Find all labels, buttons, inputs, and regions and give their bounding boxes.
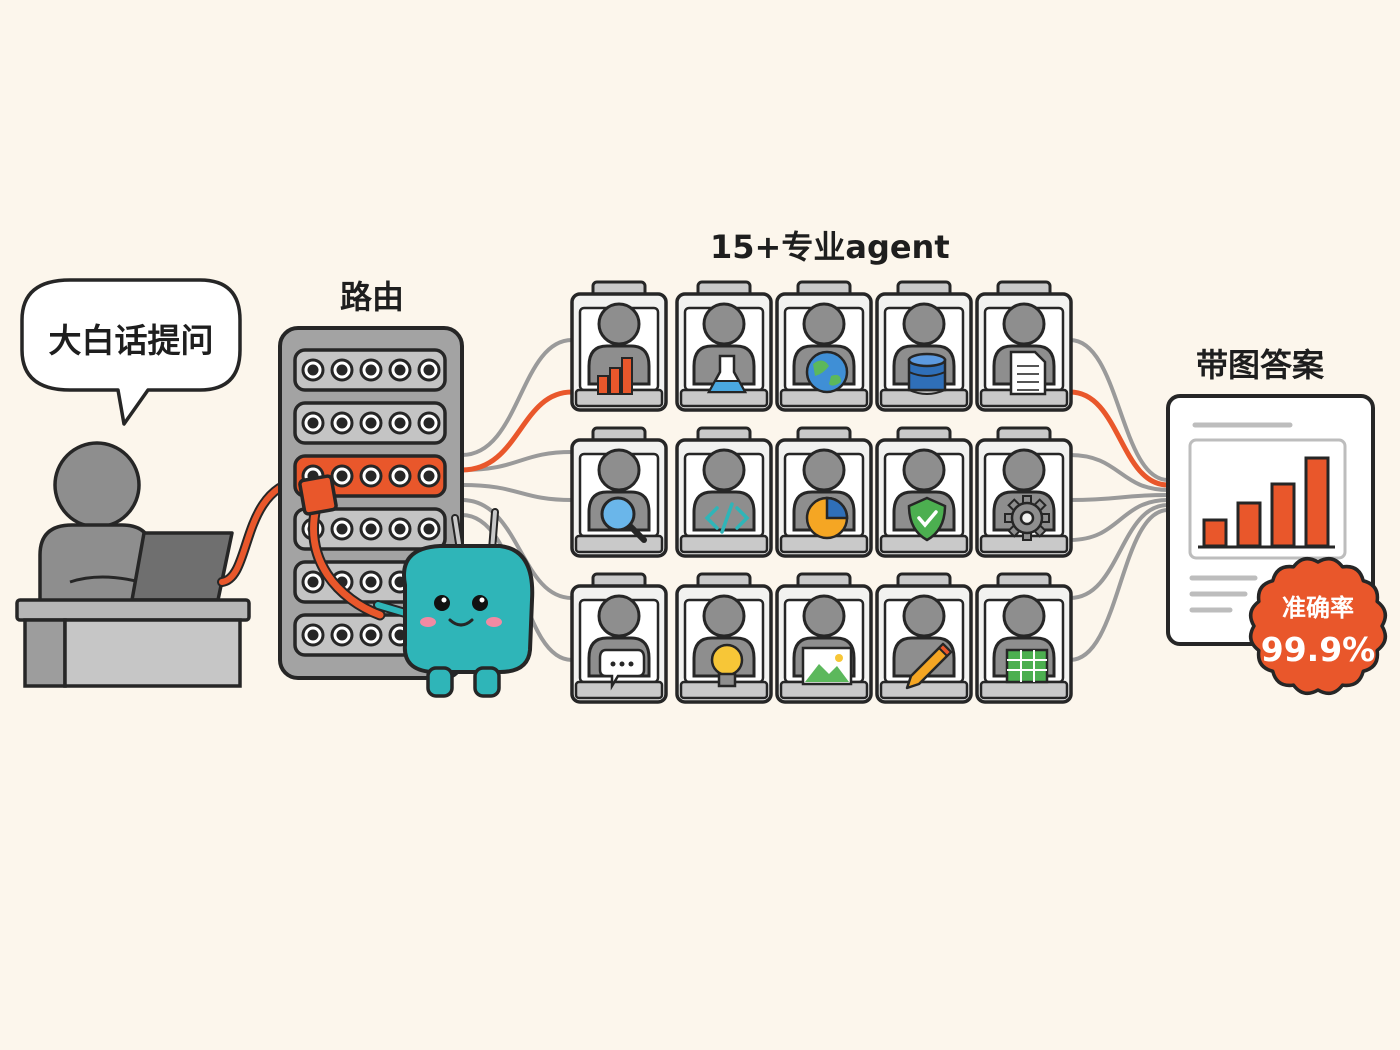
speech-bubble: 大白话提问: [20, 278, 242, 426]
agent-card: [570, 426, 668, 558]
lightbulb-icon: [710, 643, 744, 688]
plug-robot-mascot: [373, 508, 535, 698]
shield-check-icon: [907, 496, 947, 542]
rack-slot: [293, 507, 447, 551]
agent-card: [675, 280, 773, 412]
agent-card: [775, 426, 873, 558]
chat-bubble-icon: [598, 648, 646, 691]
speech-bubble-text: 大白话提问: [49, 321, 214, 360]
rack-slot: [293, 401, 447, 445]
globe-icon: [805, 350, 849, 394]
agent-card: [570, 280, 668, 412]
agent-card: [975, 572, 1073, 704]
badge-value: 99.9%: [1261, 630, 1376, 669]
agent-card: [775, 572, 873, 704]
bar-chart-icon: [597, 357, 633, 395]
rack-slot: [293, 348, 447, 392]
gear-icon: [1004, 495, 1050, 541]
user-figure: 大白话提问: [15, 278, 305, 688]
pencil-icon: [905, 642, 953, 690]
database-icon: [907, 352, 947, 395]
agent-grid: [570, 280, 1073, 704]
agent-card: [875, 572, 973, 704]
person-at-laptop-icon: [15, 441, 251, 688]
code-icon: [704, 502, 750, 534]
magnifier-icon: [600, 496, 647, 543]
agent-card: [675, 426, 773, 558]
agent-card: [570, 572, 668, 704]
router-label: 路由: [340, 278, 405, 316]
agent-card: [875, 280, 973, 412]
router-plug: [298, 474, 386, 621]
document-icon: [1009, 350, 1047, 396]
image-icon: [801, 646, 853, 686]
agent-card: [775, 280, 873, 412]
answer-label: 带图答案: [1196, 346, 1325, 384]
badge-title: 准确率: [1282, 594, 1354, 622]
agent-card: [975, 280, 1073, 412]
spreadsheet-icon: [1005, 648, 1049, 684]
agent-card: [975, 426, 1073, 558]
agents-label: 15+专业agent: [710, 228, 950, 266]
agent-card: [675, 572, 773, 704]
agent-card: [875, 426, 973, 558]
pie-chart-icon: [805, 496, 849, 540]
flask-icon: [706, 354, 748, 394]
accuracy-badge: 准确率 99.9%: [1248, 556, 1388, 696]
